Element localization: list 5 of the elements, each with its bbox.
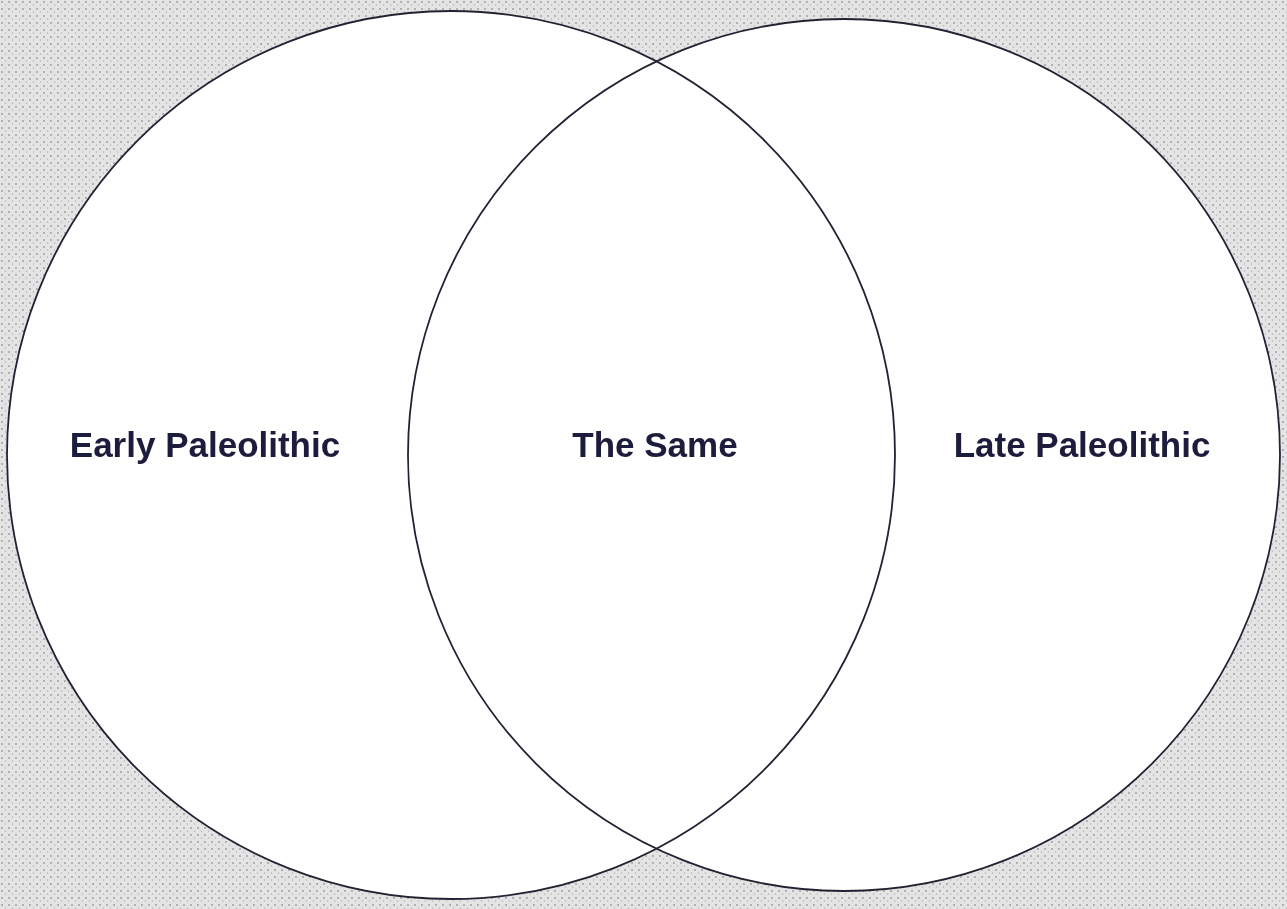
overlap-label: The Same: [572, 425, 738, 465]
circle-label: Early Paleolithic: [69, 425, 341, 465]
venn-circle: [7, 11, 895, 899]
circle-label: Late Paleolithic: [953, 425, 1211, 465]
venn-circle: [408, 19, 1280, 891]
